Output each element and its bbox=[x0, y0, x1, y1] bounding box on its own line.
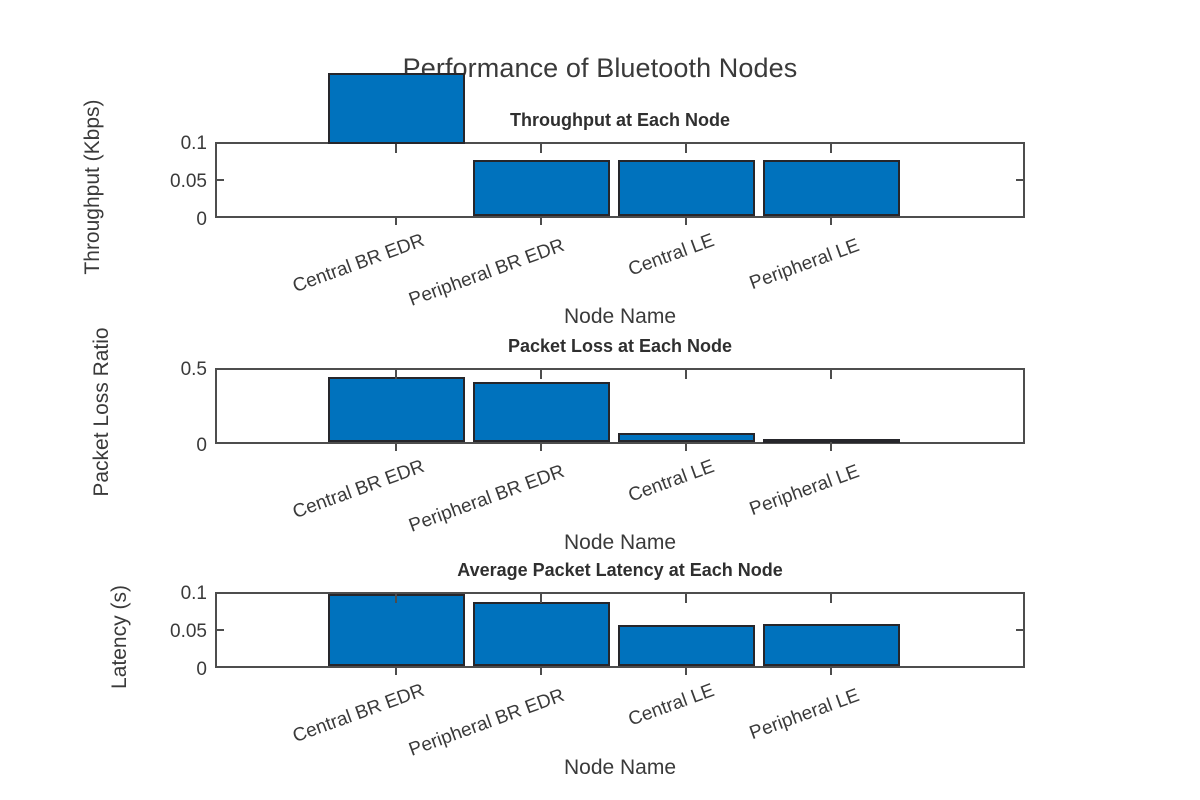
xlabel-node-name: Node Name bbox=[563, 756, 677, 779]
xtick-mark bbox=[395, 216, 397, 225]
xtick-mark bbox=[830, 442, 832, 451]
xtick-mark bbox=[685, 666, 687, 675]
xtick-mark bbox=[830, 594, 832, 603]
xtick-mark bbox=[395, 442, 397, 451]
bar-peripheral-le bbox=[763, 623, 900, 666]
bar-central-le bbox=[618, 432, 755, 442]
ylabel-throughput: Throughput (Kbps) bbox=[81, 99, 104, 275]
xtick-mark bbox=[685, 442, 687, 451]
ytick-mark bbox=[1016, 179, 1025, 181]
xtick-mark bbox=[830, 144, 832, 153]
xtick-mark bbox=[395, 666, 397, 675]
xtick-label-peripheral-le: Peripheral LE bbox=[746, 461, 863, 521]
xtick-mark bbox=[395, 370, 397, 379]
bar-peripheral-br-edr bbox=[473, 160, 610, 216]
xtick-mark bbox=[685, 144, 687, 153]
subplot-title-packet-loss: Packet Loss at Each Node bbox=[507, 336, 733, 356]
bar-central-le bbox=[618, 160, 755, 216]
xtick-label-peripheral-le: Peripheral LE bbox=[746, 235, 863, 295]
bar-central-br-edr bbox=[328, 594, 465, 666]
xtick-mark bbox=[830, 216, 832, 225]
ytick-label: 0.05 bbox=[170, 621, 207, 642]
subplot-title-throughput: Throughput at Each Node bbox=[510, 110, 730, 130]
figure-title: Performance of Bluetooth Nodes bbox=[402, 53, 798, 83]
ytick-mark bbox=[215, 179, 224, 181]
ytick-mark bbox=[215, 629, 224, 631]
ytick-label: 0.1 bbox=[180, 133, 207, 154]
ytick-label: 0.05 bbox=[170, 171, 207, 192]
ylabel-packet-loss: Packet Loss Ratio bbox=[90, 327, 113, 497]
xtick-mark bbox=[685, 594, 687, 603]
xtick-label-central-le: Central LE bbox=[625, 456, 718, 507]
ytick-label: 0 bbox=[196, 435, 207, 456]
bar-peripheral-le bbox=[763, 160, 900, 216]
xtick-mark bbox=[830, 370, 832, 379]
bar-peripheral-br-edr bbox=[473, 601, 610, 666]
xtick-mark bbox=[395, 594, 397, 603]
ytick-label: 0.5 bbox=[180, 359, 207, 380]
xtick-mark bbox=[540, 666, 542, 675]
xtick-mark bbox=[540, 144, 542, 153]
xtick-mark bbox=[685, 216, 687, 225]
xtick-mark bbox=[395, 144, 397, 153]
ytick-label: 0 bbox=[196, 659, 207, 680]
xtick-mark bbox=[685, 370, 687, 379]
xlabel-node-name: Node Name bbox=[563, 305, 677, 328]
bar-central-le bbox=[618, 625, 755, 666]
xtick-mark bbox=[540, 594, 542, 603]
xtick-label-peripheral-le: Peripheral LE bbox=[746, 685, 863, 745]
xtick-mark bbox=[830, 666, 832, 675]
ytick-label: 0 bbox=[196, 209, 207, 230]
ylabel-latency: Latency (s) bbox=[108, 585, 131, 689]
ytick-mark bbox=[1016, 629, 1025, 631]
bar-central-br-edr bbox=[328, 73, 465, 144]
subplot-title-latency: Average Packet Latency at Each Node bbox=[457, 560, 783, 580]
xtick-mark bbox=[540, 216, 542, 225]
xtick-label-central-le: Central LE bbox=[625, 230, 718, 281]
xlabel-node-name: Node Name bbox=[563, 531, 677, 554]
bar-peripheral-br-edr bbox=[473, 381, 610, 442]
xtick-mark bbox=[540, 442, 542, 451]
xtick-label-central-le: Central LE bbox=[625, 680, 718, 731]
xtick-mark bbox=[540, 370, 542, 379]
bar-central-br-edr bbox=[328, 376, 465, 442]
ytick-label: 0.1 bbox=[180, 583, 207, 604]
